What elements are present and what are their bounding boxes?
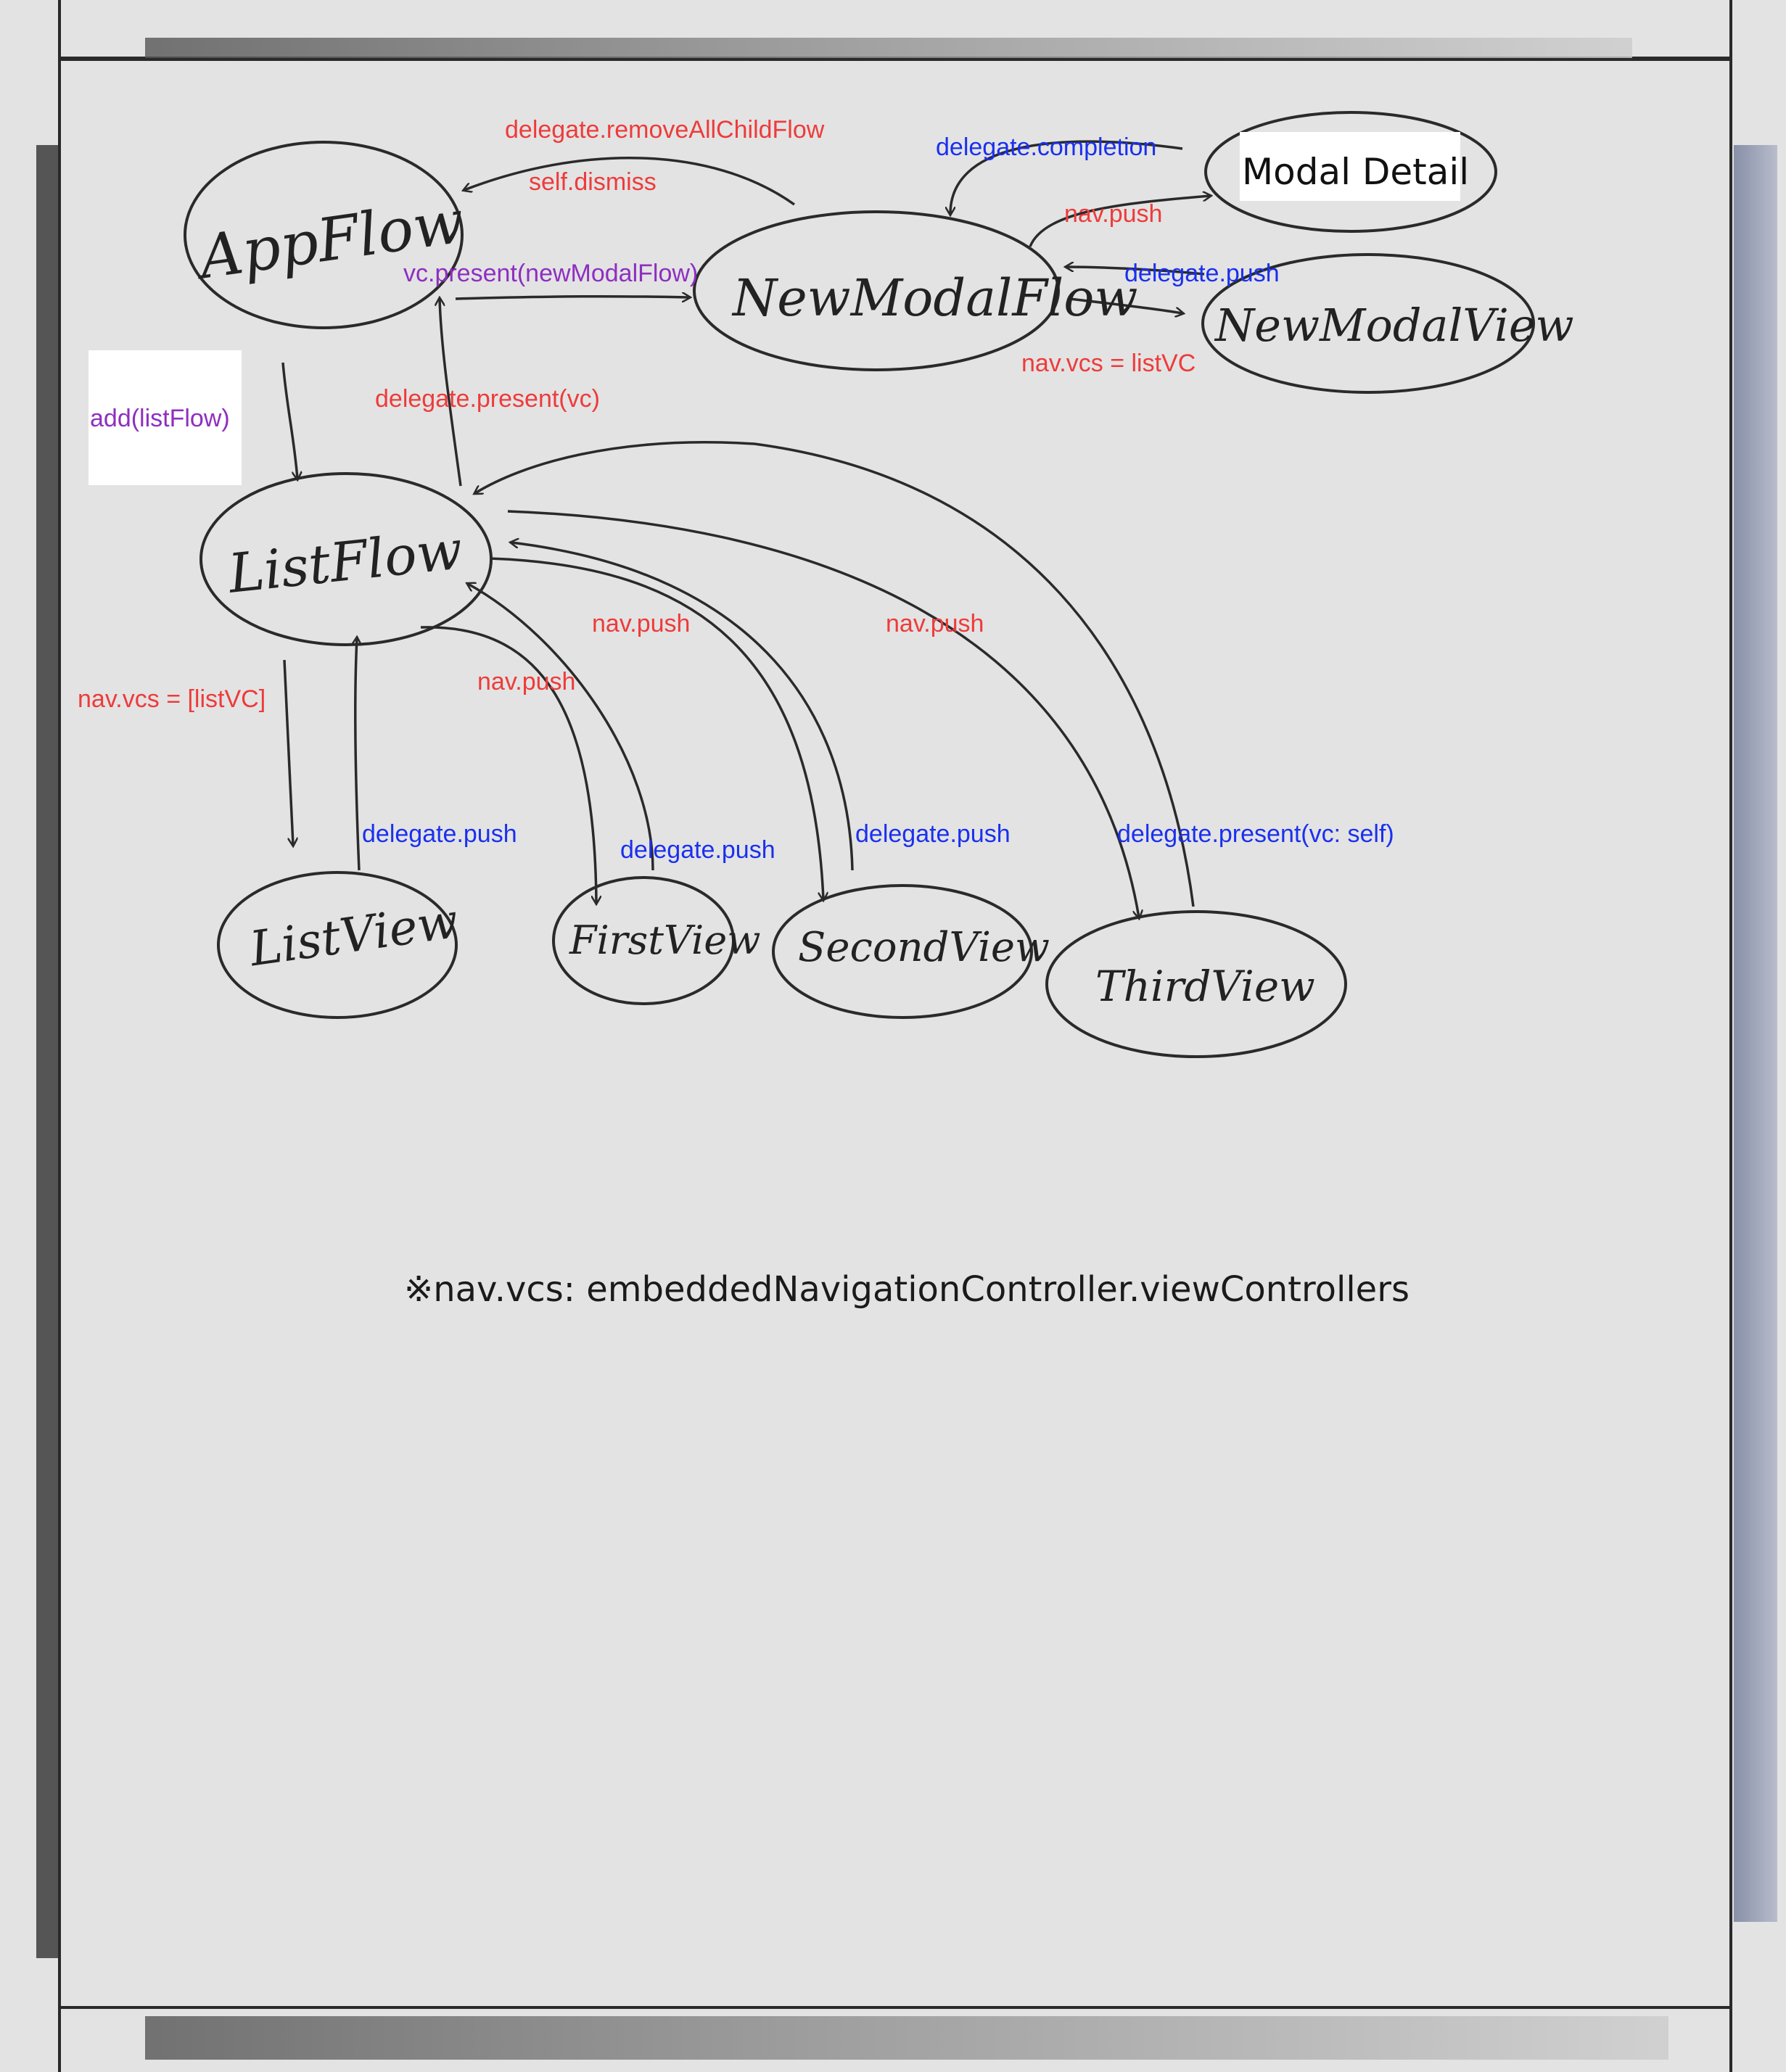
edge-label-nav-push-first: nav.push	[477, 668, 576, 696]
footnote: ※nav.vcs: embeddedNavigationController.v…	[404, 1269, 1410, 1310]
edge-label-nav-push-third: nav.push	[886, 610, 984, 637]
arrow-nav-push-first-view	[420, 626, 596, 903]
arrow-delegate-present-third-view	[475, 441, 1195, 907]
edge-label-delegate-push-list-view: delegate.push	[362, 820, 517, 848]
node-label-new-modal-flow: NewModalFlow	[731, 268, 1137, 328]
node-label-list-flow: ListFlow	[224, 519, 466, 606]
node-label-modal-detail: Modal Detail	[1242, 151, 1470, 193]
board-frame-top	[59, 57, 1732, 61]
edge-label-nav-push-second: nav.push	[592, 610, 691, 637]
arrow-delegate-push-first-view	[468, 584, 654, 871]
modal-detail-label-box	[1240, 132, 1460, 201]
board-frame-bottom	[59, 2006, 1732, 2009]
arrow-remove-all-child-flow	[464, 157, 796, 206]
node-new-modal-flow	[693, 210, 1060, 371]
node-label-list-view: ListView	[246, 893, 461, 978]
node-third-view	[1045, 910, 1347, 1058]
edge-label-delegate-push-second-view: delegate.push	[855, 820, 1011, 848]
edge-label-delegate-present-vc: delegate.present(vc)	[375, 385, 600, 413]
board-shadow-left	[36, 145, 58, 1958]
edge-label-delegate-completion: delegate.completion	[936, 133, 1157, 161]
edge-label-nav-vcs-list-vc: nav.vcs = listVC	[1021, 350, 1196, 377]
node-first-view	[552, 876, 735, 1005]
edge-label-delegate-present-vc-self: delegate.present(vc: self)	[1117, 820, 1394, 848]
arrow-nav-push-third-view	[507, 510, 1139, 917]
arrow-delegate-push-list-view	[355, 638, 359, 871]
node-modal-detail	[1204, 111, 1497, 233]
edge-label-vc-present-new-modal-flow: vc.present(newModalFlow)	[403, 260, 699, 287]
arrow-delegate-completion	[950, 140, 1183, 214]
node-label-third-view: ThirdView	[1095, 962, 1315, 1011]
board-shadow-bottom	[145, 2016, 1668, 2060]
board-shadow-right	[1734, 145, 1777, 1922]
node-list-view	[217, 871, 458, 1019]
arrow-nav-vcs-list-view	[283, 659, 293, 845]
arrow-nav-push-modal-detail	[1029, 196, 1210, 247]
node-label-new-modal-view: NewModalView	[1214, 299, 1574, 352]
edge-label-remove-all-child-flow: delegate.removeAllChildFlow	[505, 116, 825, 144]
edge-label-add-list-flow: add(listFlow)	[90, 405, 230, 432]
edge-label-self-dismiss: self.dismiss	[529, 168, 657, 196]
edge-label-delegate-push-new-modal-view: delegate.push	[1124, 260, 1280, 287]
edge-label-delegate-push-first-view: delegate.push	[620, 836, 775, 864]
arrow-add-list-flow	[281, 362, 297, 479]
node-app-flow	[184, 141, 464, 329]
edge-label-nav-push-modal-detail: nav.push	[1064, 200, 1163, 228]
node-new-modal-view	[1201, 253, 1535, 394]
arrow-delegate-present-vc	[440, 299, 462, 487]
arrow-delegate-push-new-modal-flow	[1066, 267, 1205, 276]
node-label-second-view: SecondView	[798, 924, 1050, 971]
arrow-vc-present-new-modal-flow	[455, 297, 689, 299]
node-label-first-view: FirstView	[569, 917, 760, 963]
arrow-nav-push-second-view	[489, 557, 823, 899]
board-shadow-top	[145, 38, 1632, 58]
add-list-flow-box	[89, 350, 242, 485]
board-frame-left	[58, 0, 61, 2072]
node-second-view	[772, 884, 1033, 1019]
edge-label-nav-vcs-list-vc-array: nav.vcs = [listVC]	[78, 685, 266, 713]
board-frame-right	[1729, 0, 1732, 2072]
arrow-nav-vcs-new-modal-view	[1069, 297, 1182, 313]
arrow-delegate-push-second-view	[511, 542, 854, 871]
